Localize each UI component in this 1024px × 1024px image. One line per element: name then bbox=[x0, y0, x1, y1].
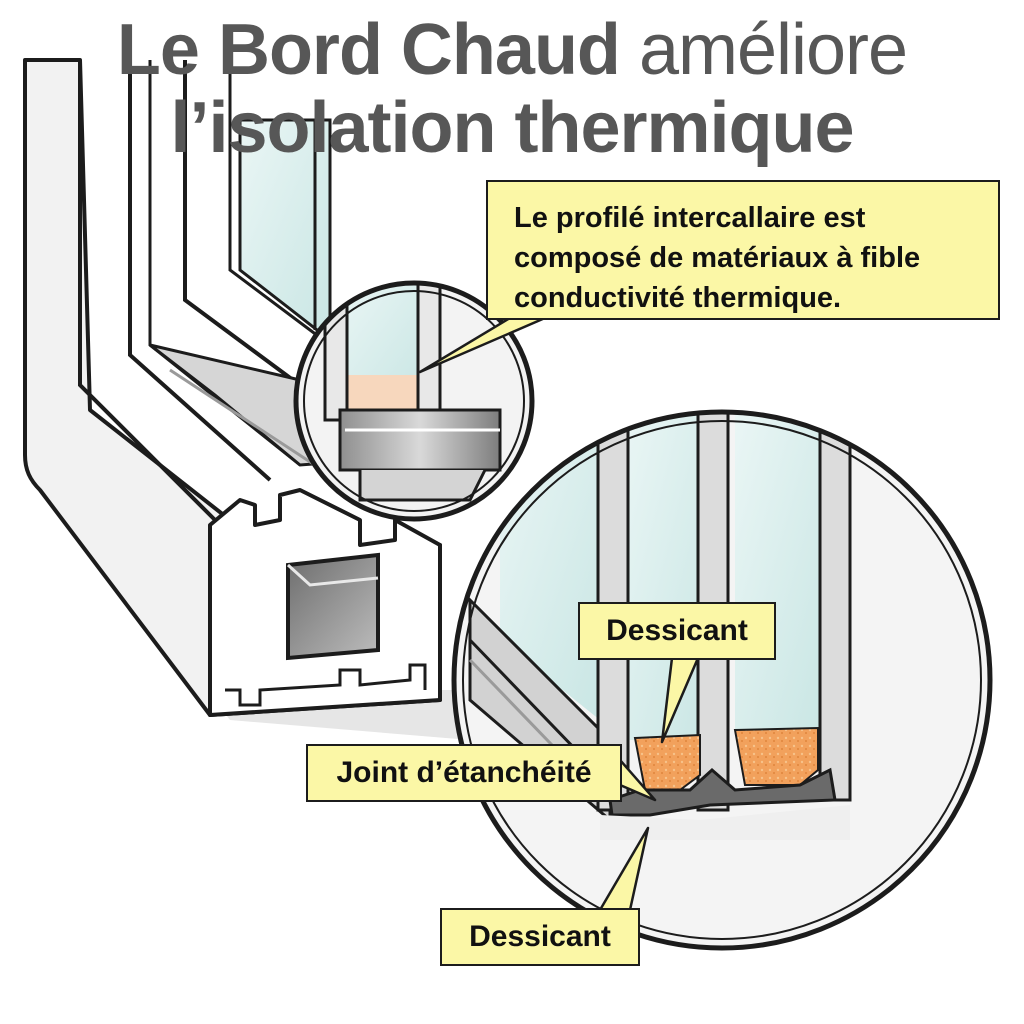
callout-spacer-line-3: conductivité thermique. bbox=[514, 282, 842, 314]
page-title-line-2: l’isolation thermique bbox=[170, 88, 854, 168]
title-light-part: améliore bbox=[638, 10, 908, 90]
detail-magnifier-large bbox=[451, 409, 993, 951]
callout-spacer-line-2: composé de matériaux à fible bbox=[514, 242, 921, 274]
callout-dessicant-top: Dessicant bbox=[578, 602, 776, 660]
callout-spacer-profile: Le profilé intercallaire est composé de … bbox=[486, 180, 1000, 320]
page-title-line-1: Le Bord Chaud améliore bbox=[0, 14, 1024, 86]
callout-spacer-line-1: Le profilé intercallaire est bbox=[514, 202, 866, 234]
title-bold-part: Le Bord Chaud bbox=[116, 10, 621, 90]
callout-dessicant-bottom: Dessicant bbox=[440, 908, 640, 966]
callout-joint-etancheite: Joint d’étanchéité bbox=[306, 744, 622, 802]
